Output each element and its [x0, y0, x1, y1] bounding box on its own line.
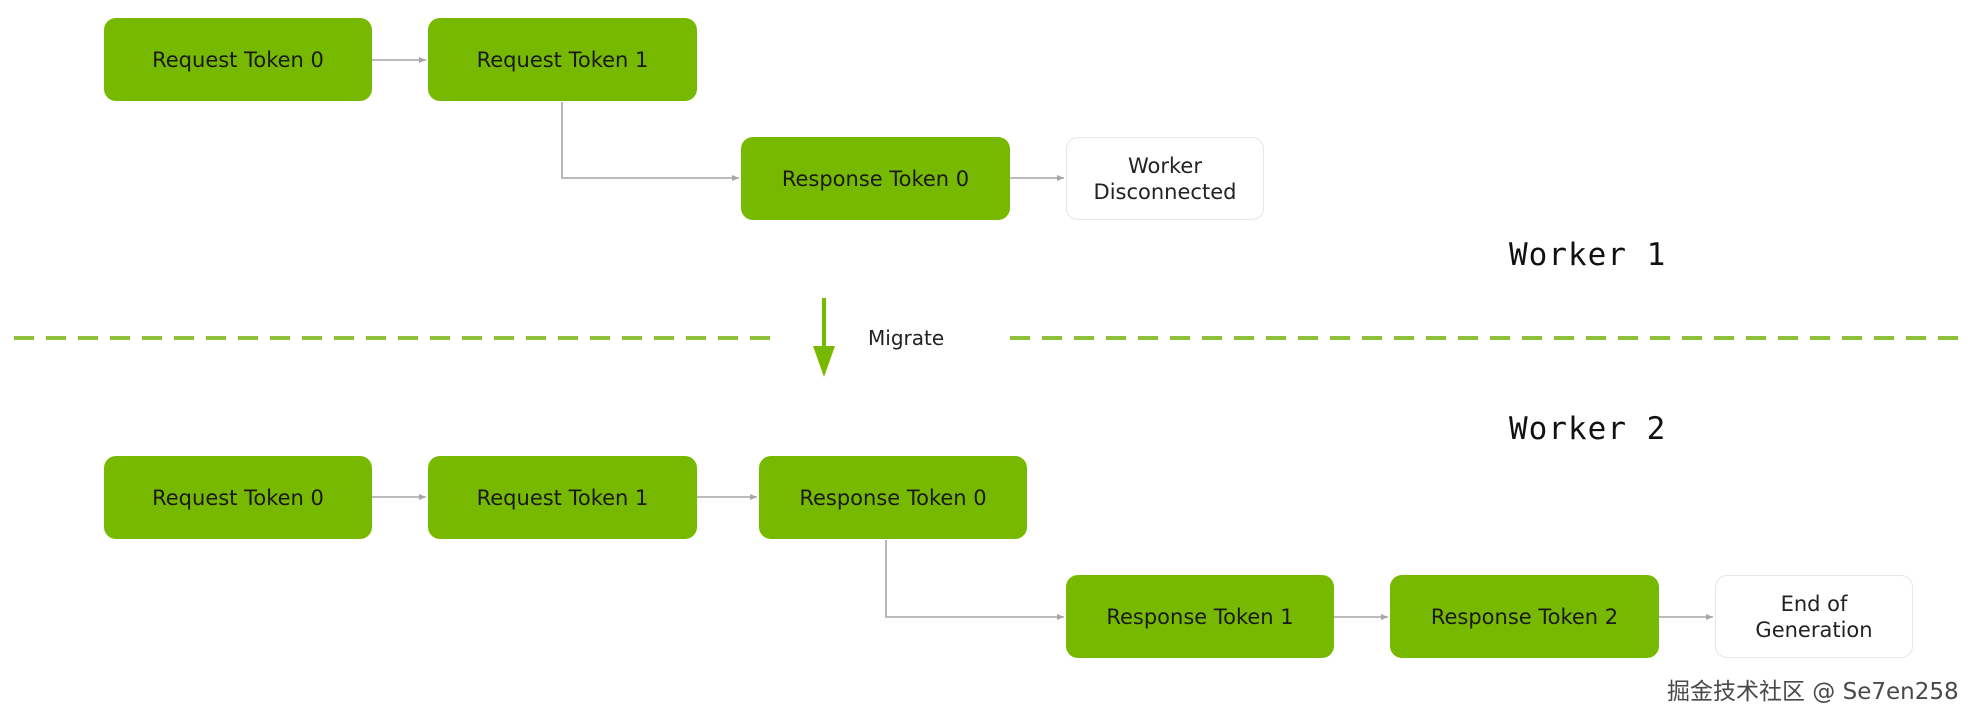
worker-2-label: Worker 2 [1509, 411, 1667, 447]
migrate-label: Migrate [868, 326, 945, 350]
watermark: 掘金技术社区 @ Se7en258 [1667, 679, 1959, 705]
w1-request-token-0: Request Token 0 [104, 18, 372, 101]
w1-worker-disconnected: Worker Disconnected [1066, 137, 1264, 220]
w2-response-token-1: Response Token 1 [1066, 575, 1334, 658]
w2-end-of-generation: End of Generation [1715, 575, 1913, 658]
w1-request-token-1: Request Token 1 [428, 18, 697, 101]
w2-response-token-0: Response Token 0 [759, 456, 1027, 539]
w2-request-token-0: Request Token 0 [104, 456, 372, 539]
worker-1-label: Worker 1 [1509, 237, 1667, 273]
w2-request-token-1: Request Token 1 [428, 456, 697, 539]
connector-w2-resp0-resp1 [885, 540, 1064, 620]
w2-response-token-2: Response Token 2 [1390, 575, 1659, 658]
w1-response-token-0: Response Token 0 [741, 137, 1010, 220]
connector-w1-req1-resp0 [561, 102, 739, 181]
migrate-arrow-head [813, 346, 835, 377]
